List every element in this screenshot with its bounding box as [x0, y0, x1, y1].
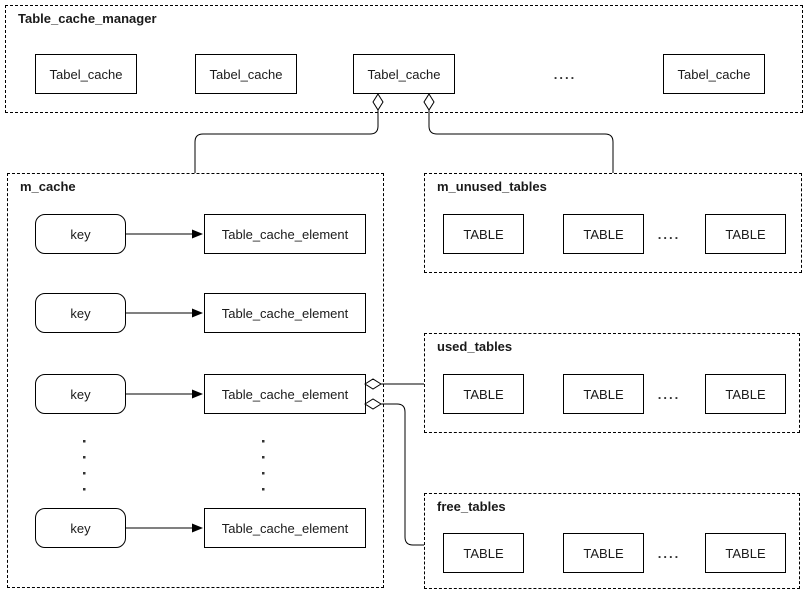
unused-table-box-1: TABLE: [443, 214, 524, 254]
m-cache-title: m_cache: [20, 179, 76, 194]
used-table-box-2: TABLE: [563, 374, 644, 414]
key-box-4: key: [35, 508, 126, 548]
used-table-box-1: TABLE: [443, 374, 524, 414]
table-cache-element-box-1: Table_cache_element: [204, 214, 366, 254]
free-table-box-3: TABLE: [705, 533, 786, 573]
connector-tabelcache-to-mcache: [194, 110, 379, 173]
table-cache-element-box-4: Table_cache_element: [204, 508, 366, 548]
table-cache-element-box-3: Table_cache_element: [204, 374, 366, 414]
table-cache-manager-container: Table_cache_manager Tabel_cache Tabel_ca…: [5, 5, 803, 113]
used-table-box-3: TABLE: [705, 374, 786, 414]
key-box-2: key: [35, 293, 126, 333]
table-cache-element-box-2: Table_cache_element: [204, 293, 366, 333]
key-box-3: key: [35, 374, 126, 414]
tabel-cache-box-1: Tabel_cache: [35, 54, 137, 94]
free-table-box-1: TABLE: [443, 533, 524, 573]
table-cache-manager-title: Table_cache_manager: [18, 11, 157, 26]
m-unused-tables-title: m_unused_tables: [437, 179, 547, 194]
free-tables-container: free_tables TABLE TABLE .... TABLE: [424, 493, 800, 589]
free-ellipsis: ....: [657, 545, 681, 561]
tabel-cache-box-2: Tabel_cache: [195, 54, 297, 94]
free-tables-title: free_tables: [437, 499, 506, 514]
tabel-cache-box-3: Tabel_cache: [353, 54, 455, 94]
connector-element-to-free: [381, 403, 424, 546]
unused-table-box-3: TABLE: [705, 214, 786, 254]
key-box-1: key: [35, 214, 126, 254]
tabel-cache-box-4: Tabel_cache: [663, 54, 765, 94]
connector-tabelcache-to-unused: [428, 110, 614, 173]
free-table-box-2: TABLE: [563, 533, 644, 573]
unused-ellipsis: ....: [657, 226, 681, 242]
used-tables-container: used_tables TABLE TABLE .... TABLE: [424, 333, 800, 433]
m-unused-tables-container: m_unused_tables TABLE TABLE .... TABLE: [424, 173, 802, 273]
used-tables-title: used_tables: [437, 339, 513, 354]
unused-table-box-2: TABLE: [563, 214, 644, 254]
top-ellipsis: ....: [553, 66, 577, 82]
used-ellipsis: ....: [657, 386, 681, 402]
m-cache-container: m_cache key Table_cache_element key Tabl…: [7, 173, 384, 588]
